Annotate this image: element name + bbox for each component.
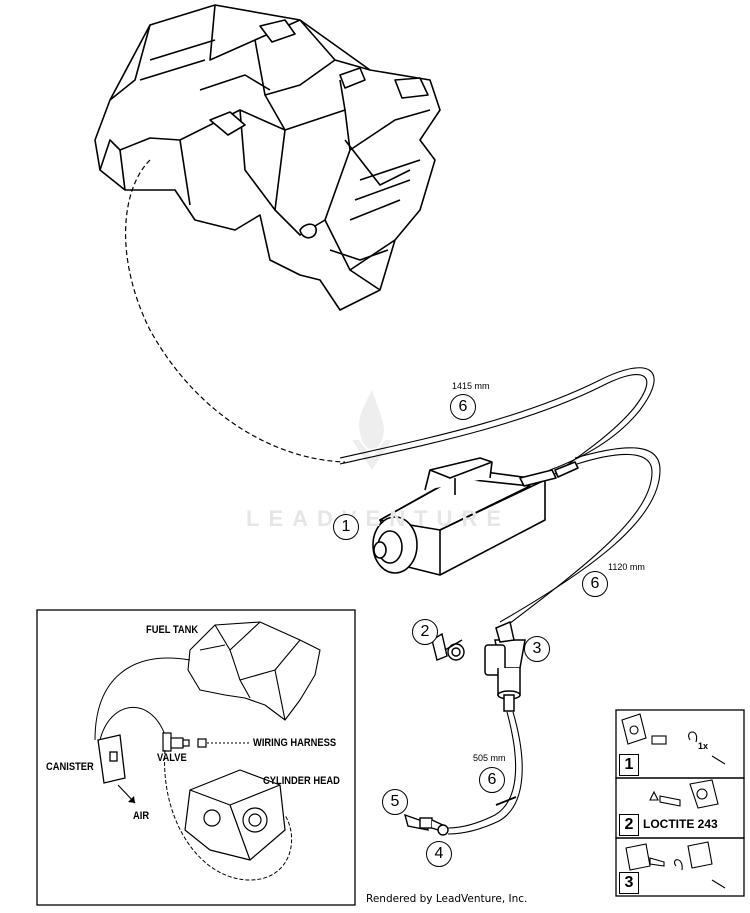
legend-step-1-drawing bbox=[621, 713, 726, 765]
legend-note-1x: 1x bbox=[698, 741, 709, 751]
inset-frame bbox=[36, 609, 356, 906]
legend-number-3: 3 bbox=[619, 872, 639, 894]
watermark-text: LEADVENTURE bbox=[246, 506, 511, 531]
callout-1: 1 bbox=[333, 514, 359, 540]
measurement-1120: 1120 mm bbox=[608, 562, 645, 572]
bolt-part-2 bbox=[431, 632, 465, 661]
inset-canister-drawing bbox=[97, 734, 126, 784]
legend-number-2: 2 bbox=[619, 814, 639, 836]
inset-cylinder-head-drawing bbox=[184, 769, 286, 861]
vent-hose-tank bbox=[125, 159, 346, 463]
callout-6-bottom: 6 bbox=[479, 767, 505, 793]
clamp-part-4 bbox=[437, 824, 449, 836]
inset-label-cylinder-head: CYLINDER HEAD bbox=[263, 775, 340, 787]
fuel-tank-drawing bbox=[94, 4, 441, 311]
inset-label-valve: VALVE bbox=[157, 752, 187, 764]
watermark-logo bbox=[352, 390, 392, 470]
canister-drawing bbox=[372, 457, 579, 576]
inset-label-fuel-tank: FUEL TANK bbox=[146, 624, 199, 636]
inset-fuel-tank-drawing bbox=[187, 621, 321, 721]
legend-step-2-drawing bbox=[649, 779, 719, 809]
hose-1415 bbox=[339, 367, 655, 477]
measurement-505: 505 mm bbox=[473, 753, 506, 763]
inset-label-canister: CANISTER bbox=[46, 761, 94, 773]
legend-number-1: 1 bbox=[619, 754, 639, 776]
inset-hose-head bbox=[164, 749, 293, 881]
callout-4: 4 bbox=[426, 841, 452, 867]
inset-label-air: AIR bbox=[133, 810, 150, 822]
valve-drawing bbox=[484, 620, 526, 712]
inset-valve-drawing bbox=[162, 732, 207, 752]
inset-label-wiring-harness: WIRING HARNESS bbox=[253, 737, 337, 749]
hose-1120 bbox=[499, 447, 661, 628]
footer-credit: Rendered by LeadVenture, Inc. bbox=[366, 893, 528, 905]
legend-note-loctite: LOCTITE 243 bbox=[643, 817, 718, 831]
hose-505 bbox=[447, 711, 523, 835]
inset-hoses bbox=[94, 657, 191, 741]
measurement-1415: 1415 mm bbox=[452, 381, 490, 391]
callout-5: 5 bbox=[382, 789, 408, 815]
callout-6-top: 6 bbox=[450, 394, 476, 420]
callout-2: 2 bbox=[412, 619, 438, 645]
legend-frames bbox=[615, 709, 745, 897]
callout-6-right: 6 bbox=[582, 571, 608, 597]
legend-step-3-drawing bbox=[625, 841, 726, 889]
callout-3: 3 bbox=[524, 636, 550, 662]
